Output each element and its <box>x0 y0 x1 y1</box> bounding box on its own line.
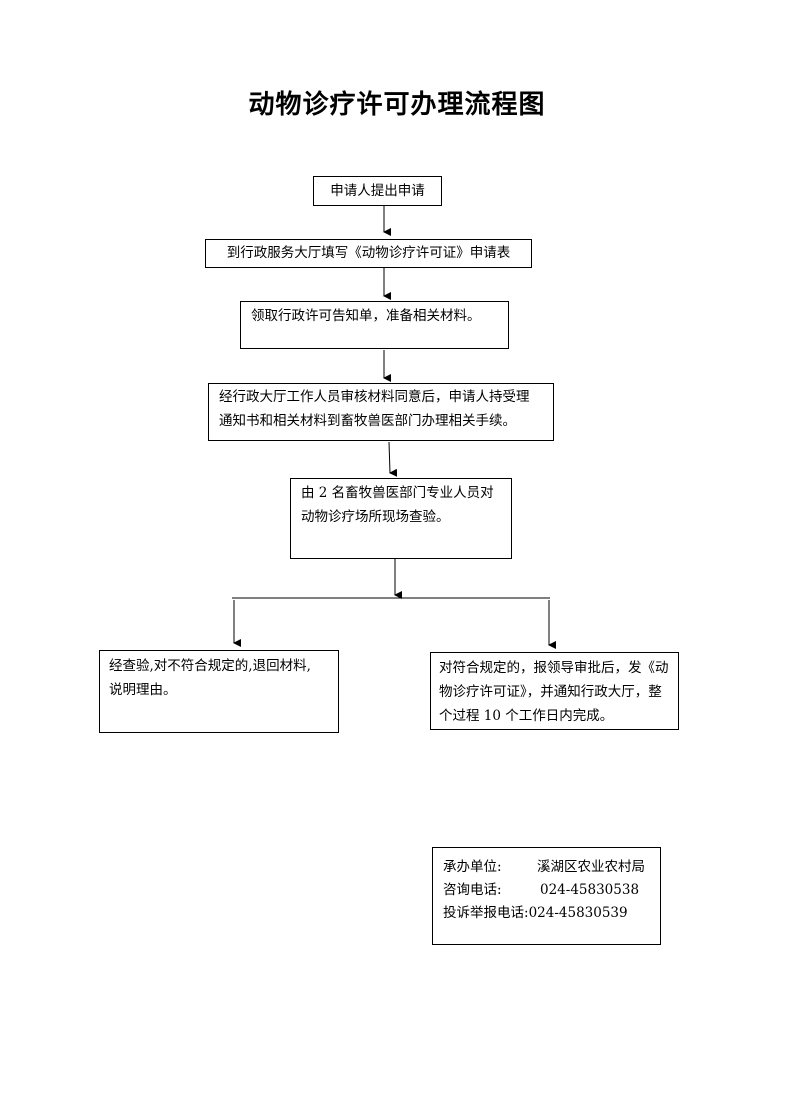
step-review: 经行政大厅工作人员审核材料同意后，申请人持受理 通知书和相关材料到畜牧兽医部门办… <box>208 383 554 441</box>
contact-unit-row: 承办单位: 溪湖区农业农村局 <box>443 856 660 879</box>
contact-complaint-value: 024-45830539 <box>528 905 628 921</box>
contact-unit-value: 溪湖区农业农村局 <box>537 859 645 875</box>
outcome-reject-line-1: 经查验,对不符合规定的,退回材料, <box>109 658 311 674</box>
step-inspection-line-1: 由 2 名畜牧兽医部门专业人员对 <box>301 485 494 501</box>
step-inspection-line-2: 动物诊疗场所现场查验。 <box>301 509 450 525</box>
step-receive-notice-text: 领取行政许可告知单，准备相关材料。 <box>251 308 481 324</box>
outcome-reject-line-2: 说明理由。 <box>109 682 177 698</box>
contact-phone-value: 024-45830538 <box>540 882 640 898</box>
step-receive-notice: 领取行政许可告知单，准备相关材料。 <box>240 301 509 349</box>
outcome-reject: 经查验,对不符合规定的,退回材料, 说明理由。 <box>99 650 339 733</box>
step-apply-text: 申请人提出申请 <box>330 183 425 199</box>
outcome-approve-line-3: 个过程 10 个工作日内完成。 <box>439 708 614 724</box>
arrow-4-5 <box>388 441 398 477</box>
step-fill-form-text: 到行政服务大厅填写《动物诊疗许可证》申请表 <box>226 245 511 261</box>
step-inspection: 由 2 名畜牧兽医部门专业人员对 动物诊疗场所现场查验。 <box>290 478 512 559</box>
contact-phone-label: 咨询电话: <box>443 882 502 898</box>
outcome-approve-line-2: 物诊疗许可证》，并通知行政大厅，整 <box>439 684 662 700</box>
step-apply: 申请人提出申请 <box>313 176 442 206</box>
contact-complaint-label: 投诉举报电话: <box>443 905 529 921</box>
outcome-approve: 对符合规定的，报领导审批后，发《动 物诊疗许可证》，并通知行政大厅，整 个过程 … <box>430 652 679 730</box>
contact-unit-label: 承办单位: <box>443 859 502 875</box>
step-review-line-2: 通知书和相关材料到畜牧兽医部门办理相关手续。 <box>219 413 516 429</box>
contact-phone-row: 咨询电话: 024-45830538 <box>443 879 660 902</box>
outcome-approve-line-1: 对符合规定的，报领导审批后，发《动 <box>439 660 669 676</box>
step-review-line-1: 经行政大厅工作人员审核材料同意后，申请人持受理 <box>219 389 530 405</box>
step-fill-form: 到行政服务大厅填写《动物诊疗许可证》申请表 <box>205 239 532 268</box>
page-title: 动物诊疗许可办理流程图 <box>248 90 546 120</box>
contact-info: 承办单位: 溪湖区农业农村局 咨询电话: 024-45830538 投诉举报电话:0… <box>432 847 661 945</box>
contact-complaint-row: 投诉举报电话:024-45830539 <box>443 902 660 925</box>
